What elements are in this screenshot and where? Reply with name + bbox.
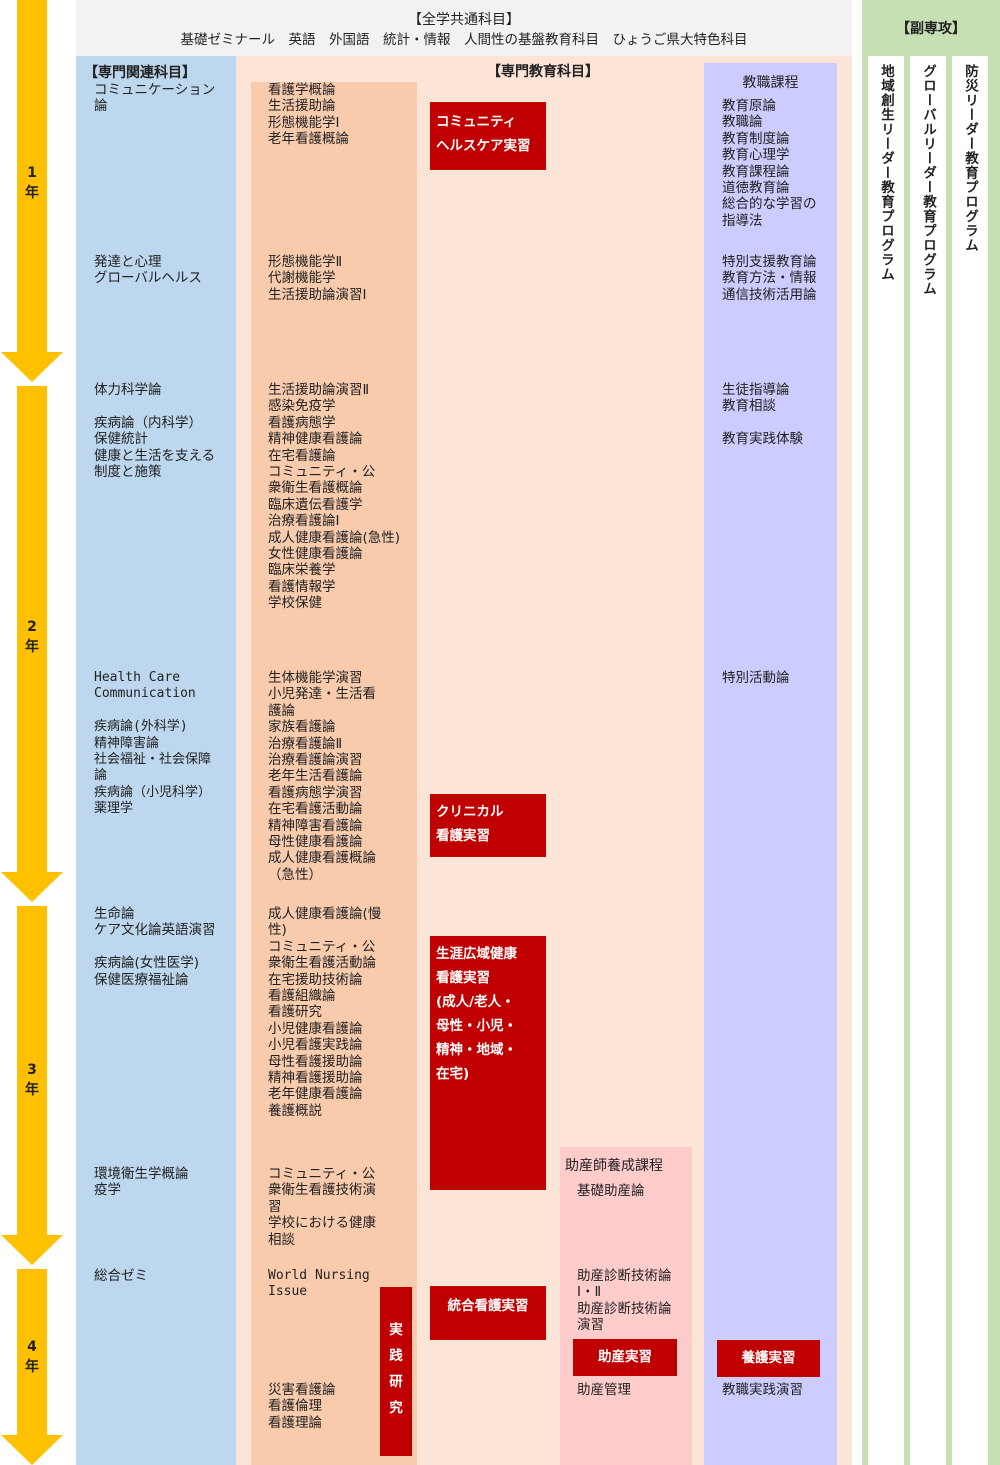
related-group-4: Health Care Communication 疾病論(外科学) 精神障害論… [94,670,212,817]
minor-program-3-box: 防災リーダー教育プログラム [952,56,988,1465]
teacher-group-3: 生徒指導論 教育相談 教育実践体験 [722,382,803,448]
teacher-column [704,63,837,1465]
specialized-group-3: 生活援助論演習Ⅱ 感染免疫学 看護病態学 精神健康看護論 在宅看護論 コミュニテ… [268,382,401,612]
related-group-2: 発達と心理 グローバルヘルス [94,254,202,287]
practicum-midwifery: 助産実習 [573,1339,677,1376]
practicum-lifelong-health-nursing: 生涯広域健康 看護実習 (成人/老人・ 母性・小児・ 精神・地域・ 在宅) [430,936,546,1190]
practicum-community-healthcare: コミュニティ ヘルスケア実習 [430,102,546,170]
specialized-group-6: コミュニティ・公 衆衛生看護技術演 習 学校における健康 相談 [268,1166,376,1248]
practicum-school-nursing: 養護実習 [717,1340,820,1377]
teacher-group-5: 教職実践演習 [722,1382,803,1398]
specialized-group-4: 生体機能学演習 小児発達・生活看 護論 家族看護論 治療看護論Ⅱ 治療看護論演習… [268,670,376,883]
specialized-group-5: 成人健康看護論(慢 性) コミュニティ・公 衆衛生看護活動論 在宅援助技術論 看… [268,906,382,1119]
teacher-title: 教職課程 [742,75,799,91]
minor-title: 【副専攻】 [896,21,966,37]
midwife-column [560,1147,692,1465]
year-4-arrow [1,1269,63,1465]
year-arrows [1,0,63,1465]
specialized-group-1: 看護学概論 生活援助論 形態機能学Ⅰ 老年看護概論 [268,82,349,148]
related-group-1: コミュニケーション 論 [94,82,216,115]
midwife-group-2: 助産診断技術論 Ⅰ・Ⅱ 助産診断技術論 演習 [577,1268,672,1334]
practical-research-box: 実 践 研 究 [380,1287,412,1456]
related-group-6: 環境衛生学概論 疫学 [94,1166,189,1199]
minor-program-1: 地域創生リーダー教育プログラム [878,64,894,282]
specialized-group-7: World Nursing Issue [268,1268,370,1300]
related-column [76,56,236,1465]
specialized-title: 【専門教育科目】 [487,64,599,80]
teacher-group-2: 特別支援教育論 教育方法・情報 通信技術活用論 [722,254,817,303]
year-3-arrow [1,906,63,1265]
teacher-group-4: 特別活動論 [722,670,790,686]
midwife-title: 助産師養成課程 [565,1158,663,1174]
midwife-group-1: 基礎助産論 [577,1183,645,1199]
year-2-label: 2 年 [25,619,39,655]
common-band [76,0,852,56]
common-subjects: 基礎ゼミナール 英語 外国語 統計・情報 人間性の基盤教育科目 ひょうご県大特色… [180,32,748,48]
common-title: 【全学共通科目】 [408,12,520,28]
related-group-3: 体力科学論 疾病論（内科学） 保健統計 健康と生活を支える 制度と施策 [94,382,216,481]
year-4-label: 4 年 [25,1339,39,1375]
teacher-group-1: 教育原論 教職論 教育制度論 教育心理学 教育課程論 道徳教育論 総合的な学習の… [722,98,817,229]
year-2-arrow [1,386,63,902]
specialized-group-8: 災害看護論 看護倫理 看護理論 [268,1382,336,1431]
related-group-5: 生命論 ケア文化論英語演習 疾病論(女性医学) 保健医療福祉論 [94,906,216,988]
midwife-group-3: 助産管理 [577,1382,631,1398]
related-group-7: 総合ゼミ [94,1268,148,1284]
related-title: 【専門関連科目】 [84,65,196,81]
minor-program-3: 防災リーダー教育プログラム [962,64,978,253]
year-3-label: 3 年 [25,1062,39,1098]
minor-program-2: グローバルリーダー教育プログラム [920,64,936,296]
specialized-inner-column [251,82,417,1465]
practicum-clinical-nursing: クリニカル 看護実習 [430,794,546,857]
year-1-arrow [1,0,63,382]
year-1-label: 1 年 [25,165,39,201]
practicum-integrated-nursing: 統合看護実習 [430,1286,546,1340]
minor-program-2-box: グローバルリーダー教育プログラム [910,56,946,1465]
minor-program-1-box: 地域創生リーダー教育プログラム [868,56,904,1465]
specialized-group-2: 形態機能学Ⅱ 代謝機能学 生活援助論演習Ⅰ [268,254,367,303]
